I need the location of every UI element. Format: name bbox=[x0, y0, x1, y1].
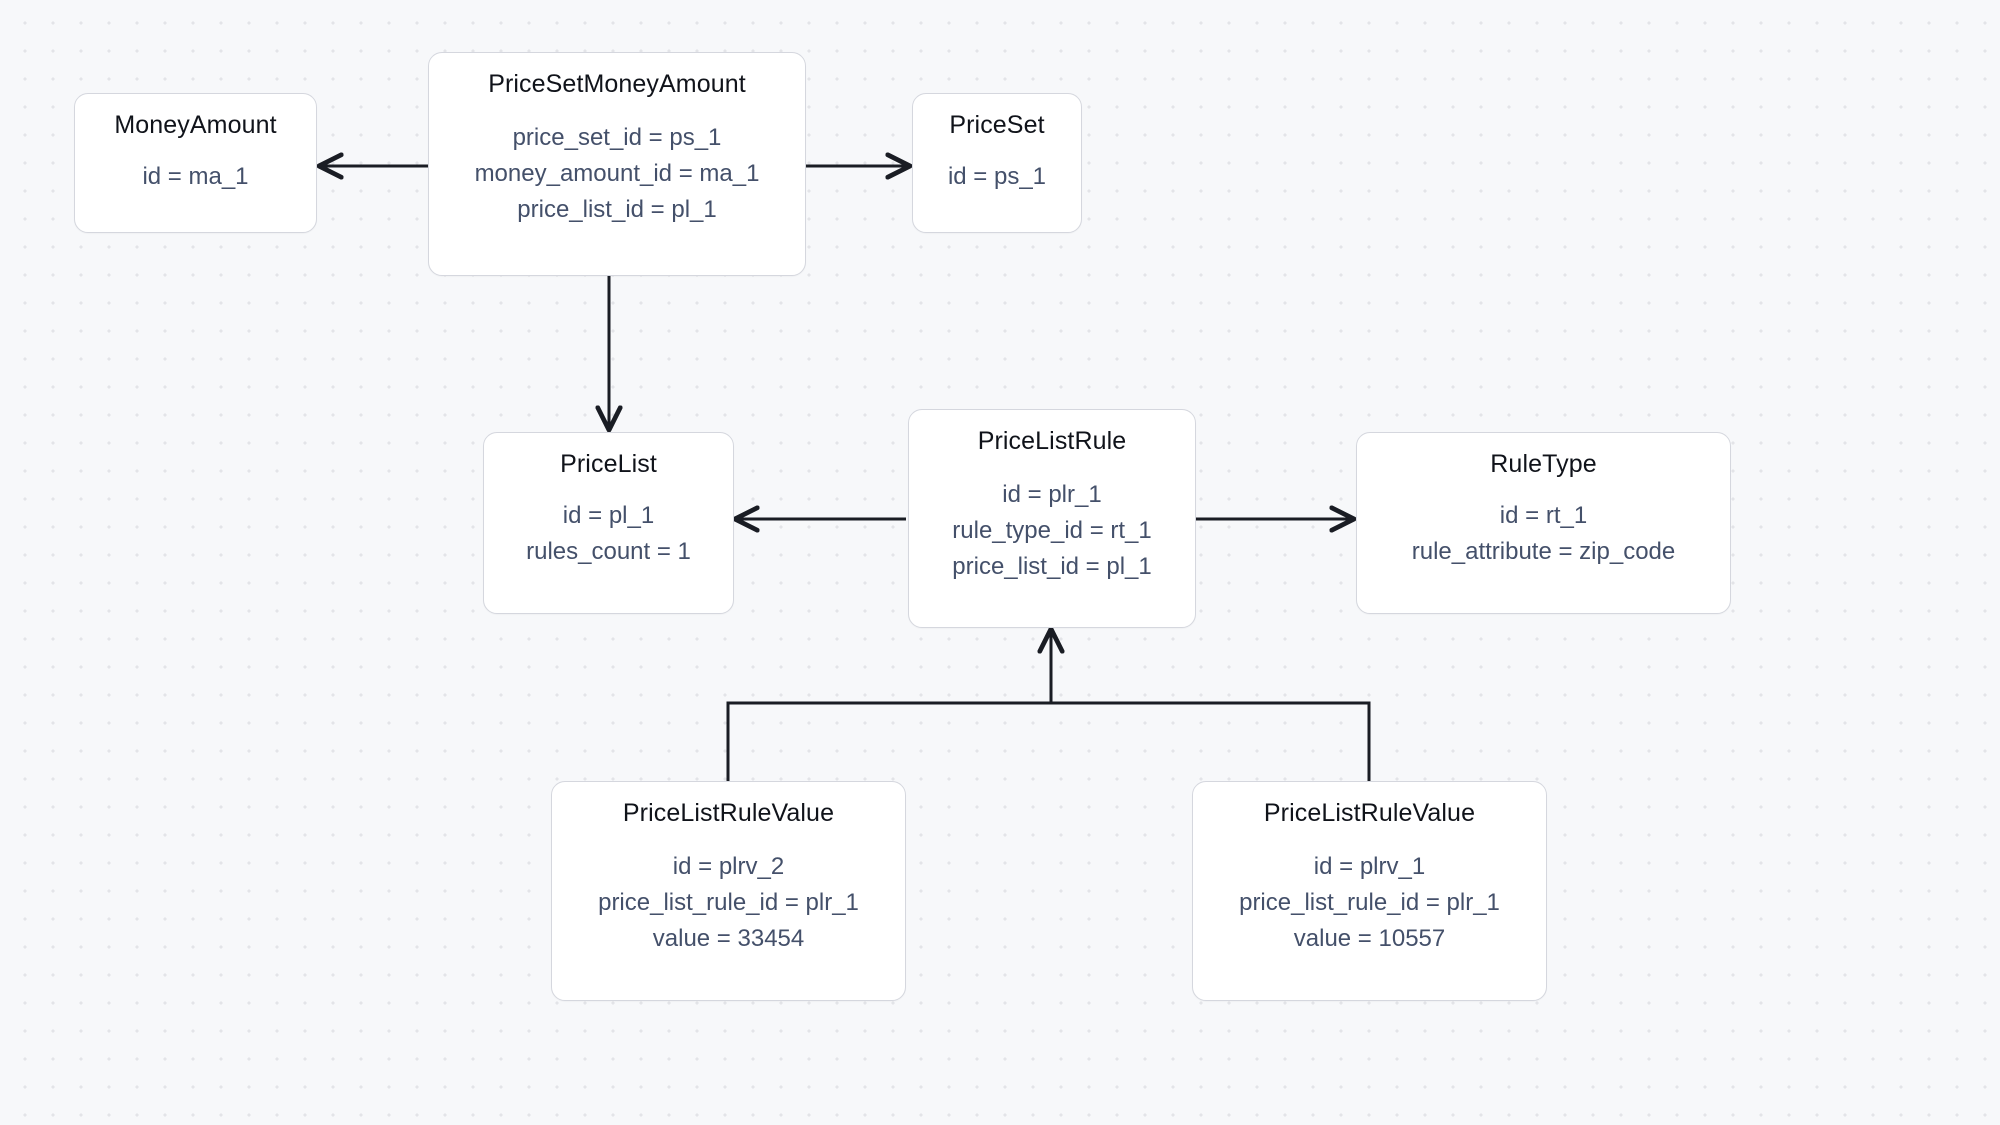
node-attribute: price_set_id = ps_1 bbox=[512, 123, 722, 151]
node-price-set-money-amount[interactable]: PriceSetMoneyAmount price_set_id = ps_1 … bbox=[428, 52, 806, 276]
node-attribute: price_list_id = pl_1 bbox=[517, 195, 717, 223]
node-title: RuleType bbox=[1490, 450, 1597, 478]
node-title: PriceListRuleValue bbox=[622, 799, 835, 827]
node-title: PriceList bbox=[560, 450, 657, 478]
node-money-amount[interactable]: MoneyAmount id = ma_1 bbox=[74, 93, 317, 233]
node-title: PriceListRule bbox=[977, 427, 1127, 455]
node-attributes: id = plrv_2 price_list_rule_id = plr_1 v… bbox=[598, 850, 859, 955]
node-attribute: price_list_rule_id = plr_1 bbox=[1239, 888, 1500, 916]
node-attribute: id = ps_1 bbox=[947, 162, 1047, 190]
node-title: PriceSetMoneyAmount bbox=[488, 70, 746, 98]
node-attribute: id = plrv_1 bbox=[1313, 852, 1426, 880]
node-attribute: value = 33454 bbox=[652, 924, 805, 952]
node-attributes: id = ps_1 bbox=[948, 160, 1046, 193]
node-title: PriceListRuleValue bbox=[1263, 799, 1476, 827]
node-attribute: id = plr_1 bbox=[1002, 480, 1102, 508]
edge-plrv1-to-pricelistrule bbox=[1051, 701, 1371, 781]
node-attribute: price_list_id = pl_1 bbox=[952, 552, 1152, 580]
node-price-list-rule[interactable]: PriceListRule id = plr_1 rule_type_id = … bbox=[908, 409, 1196, 628]
node-attributes: id = plrv_1 price_list_rule_id = plr_1 v… bbox=[1239, 850, 1500, 955]
node-attributes: id = pl_1 rules_count = 1 bbox=[526, 499, 691, 568]
node-attribute: id = pl_1 bbox=[562, 501, 655, 529]
node-attributes: id = plr_1 rule_type_id = rt_1 price_lis… bbox=[952, 478, 1151, 583]
node-price-set[interactable]: PriceSet id = ps_1 bbox=[912, 93, 1082, 233]
node-price-list-rule-value-1[interactable]: PriceListRuleValue id = plrv_1 price_lis… bbox=[1192, 781, 1547, 1001]
node-attribute: value = 10557 bbox=[1293, 924, 1446, 952]
node-attribute: price_list_rule_id = plr_1 bbox=[598, 888, 859, 916]
node-rule-type[interactable]: RuleType id = rt_1 rule_attribute = zip_… bbox=[1356, 432, 1731, 614]
node-attributes: id = ma_1 bbox=[142, 160, 248, 193]
node-attribute: rule_type_id = rt_1 bbox=[952, 516, 1152, 544]
node-price-list[interactable]: PriceList id = pl_1 rules_count = 1 bbox=[483, 432, 734, 614]
node-attribute: rule_attribute = zip_code bbox=[1411, 537, 1676, 565]
node-attribute: id = ma_1 bbox=[142, 162, 249, 190]
edge-plrv2-to-pricelistrule bbox=[726, 701, 1051, 781]
node-title: MoneyAmount bbox=[114, 111, 277, 139]
node-attributes: id = rt_1 rule_attribute = zip_code bbox=[1412, 499, 1676, 568]
node-title: PriceSet bbox=[949, 111, 1045, 139]
node-attributes: price_set_id = ps_1 money_amount_id = ma… bbox=[475, 121, 760, 226]
node-attribute: money_amount_id = ma_1 bbox=[474, 159, 760, 187]
node-attribute: rules_count = 1 bbox=[526, 537, 691, 565]
node-attribute: id = rt_1 bbox=[1499, 501, 1588, 529]
node-price-list-rule-value-2[interactable]: PriceListRuleValue id = plrv_2 price_lis… bbox=[551, 781, 906, 1001]
node-attribute: id = plrv_2 bbox=[672, 852, 785, 880]
